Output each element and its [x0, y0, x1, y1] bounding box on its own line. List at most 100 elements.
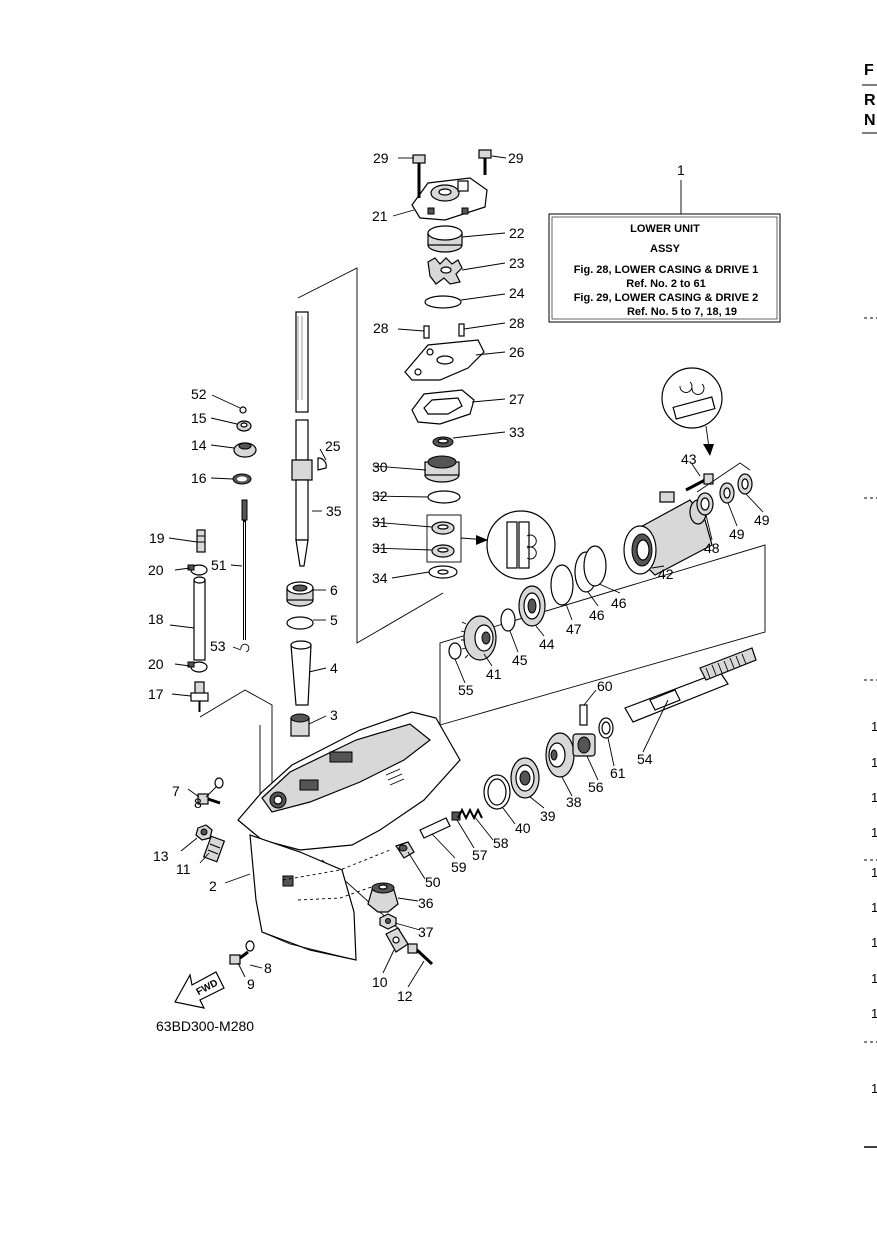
bolt-29-left — [412, 154, 426, 198]
anode-11 — [202, 835, 226, 863]
legend-box: 1 LOWER UNIT ASSY Fig. 28, LOWER CASING … — [548, 162, 781, 323]
callout: 50 — [425, 874, 441, 890]
callout: 20 — [148, 656, 164, 672]
bearing-6 — [286, 581, 314, 607]
oil-seal-31-lower — [431, 544, 455, 558]
legend-fig29-refs: Ref. No. 5 to 7, 18, 19 — [627, 306, 737, 318]
callout: 2 — [209, 878, 217, 894]
propeller-shaft-54 — [624, 647, 757, 723]
needle-bearing-48 — [696, 492, 714, 516]
callout: 58 — [493, 835, 509, 851]
callout: 53 — [210, 638, 226, 654]
washer-8-upper — [214, 777, 224, 789]
callout: 47 — [566, 621, 582, 637]
washer-15 — [236, 420, 252, 432]
shift-plunger-59 — [419, 817, 451, 839]
insert-cartridge — [427, 225, 463, 253]
callout: 60 — [597, 678, 613, 694]
callout: 15 — [191, 410, 207, 426]
tapered-bearing-39 — [510, 757, 540, 799]
callout: 6 — [330, 582, 338, 598]
callout: 19 — [149, 530, 165, 546]
forward-gear-41 — [460, 615, 497, 661]
oil-seal-33 — [432, 436, 454, 448]
o-ring-24 — [424, 295, 462, 309]
callout: 30 — [372, 459, 388, 475]
callout: 21 — [372, 208, 388, 224]
circlip-52 — [239, 406, 247, 414]
margin-number: 1 — [871, 935, 877, 950]
callout: 5 — [330, 612, 338, 628]
legend-ref-number: 1 — [677, 162, 685, 178]
key-25 — [317, 457, 327, 471]
callout: 14 — [191, 437, 207, 453]
needle-bearing-3 — [290, 713, 310, 737]
drive-shaft — [291, 311, 313, 567]
callout: 28 — [509, 315, 525, 331]
washer-8-lower — [245, 940, 255, 952]
callout: 49 — [729, 526, 745, 542]
callout: 51 — [211, 557, 227, 573]
sleeve-4 — [290, 640, 312, 706]
callout: 24 — [509, 285, 525, 301]
margin-number: 1 — [871, 900, 877, 915]
oil-seal-housing — [424, 455, 460, 483]
callout: 59 — [451, 859, 467, 875]
dog-clutch-56 — [572, 733, 596, 757]
callout: 35 — [326, 503, 342, 519]
margin-letter-r: R — [864, 92, 876, 109]
bolt-7 — [197, 793, 221, 805]
callout: 39 — [540, 808, 556, 824]
callout: 44 — [539, 636, 555, 652]
shift-rod — [241, 499, 248, 640]
seal-orientation-detail-2 — [661, 367, 723, 456]
trim-tab-10 — [385, 927, 409, 953]
dowel-pin-28-right — [458, 323, 465, 337]
callout: 3 — [330, 707, 338, 723]
callout: 7 — [172, 783, 180, 799]
shim-45 — [500, 608, 516, 632]
pinion-gear-36 — [367, 882, 399, 913]
callout: 31 — [372, 514, 388, 530]
seal-orientation-detail — [460, 510, 556, 580]
oil-seal-49-inner — [719, 482, 735, 504]
callout: 41 — [486, 666, 502, 682]
callout: 57 — [472, 847, 488, 863]
circlip-53 — [240, 643, 250, 653]
margin-strip: F R N 1 1 1 1 1 1 1 1 1 1 — [862, 62, 877, 1148]
o-ring-47 — [550, 564, 574, 606]
drain-plug-9 — [229, 950, 249, 965]
callout: 52 — [191, 386, 207, 402]
o-ring-32 — [427, 490, 461, 504]
nut-13 — [195, 824, 213, 841]
callout: 42 — [658, 566, 674, 582]
callout: 34 — [372, 570, 388, 586]
callout: 13 — [153, 848, 169, 864]
tapered-bearing-44 — [518, 585, 546, 627]
dowel-pin-28-left — [423, 325, 430, 339]
pinion-14 — [233, 442, 257, 458]
callout: 61 — [610, 765, 626, 781]
margin-letter-f: F — [864, 62, 874, 79]
assembly-outline-lines — [199, 267, 766, 931]
callout: 55 — [458, 682, 474, 698]
hose-joint-17 — [190, 681, 209, 712]
margin-letter-n: N — [864, 112, 876, 129]
margin-number: 1 — [871, 865, 877, 880]
margin-number: 1 — [871, 719, 877, 734]
callout: 18 — [148, 611, 164, 627]
oil-seal-31-upper — [431, 521, 455, 535]
callout: 31 — [372, 540, 388, 556]
callout: 36 — [418, 895, 434, 911]
shim-5 — [286, 616, 314, 630]
callout: 27 — [509, 391, 525, 407]
hose-joint-19 — [196, 529, 206, 553]
propeller-shaft-housing-42 — [623, 491, 713, 576]
callout: 46 — [611, 595, 627, 611]
forward-direction-arrow: FWD — [174, 971, 225, 1009]
shift-cam-50 — [395, 841, 415, 859]
callout: 8 — [264, 960, 272, 976]
water-pump-housing — [411, 177, 488, 221]
callout: 33 — [509, 424, 525, 440]
